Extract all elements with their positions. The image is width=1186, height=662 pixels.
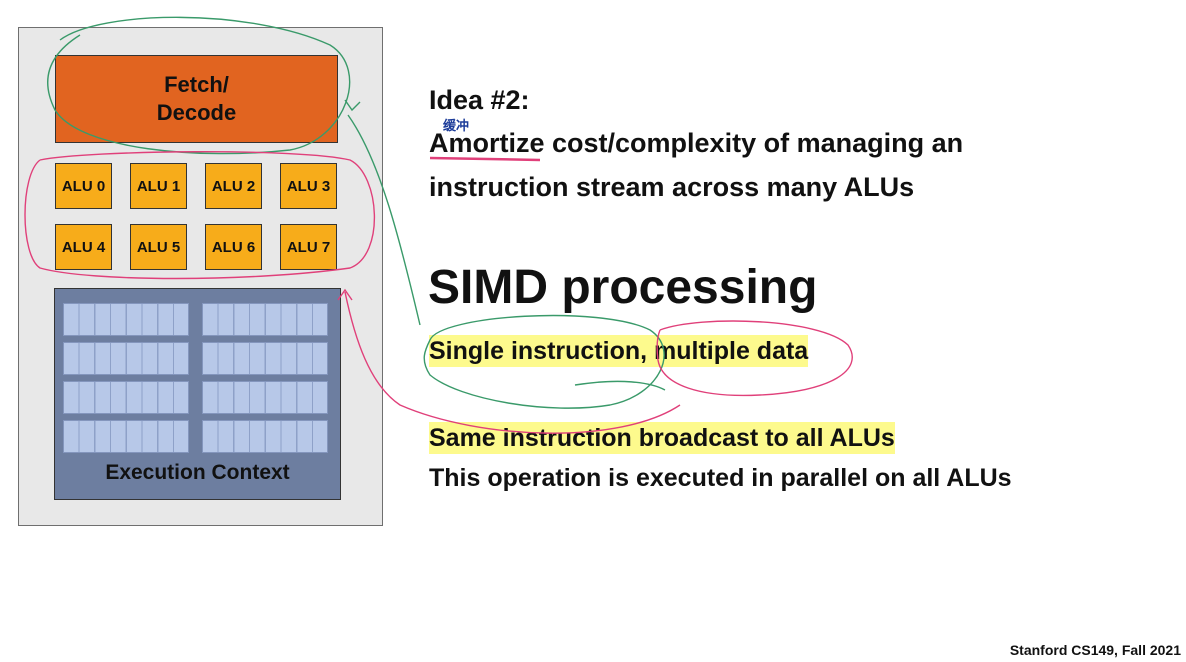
simd-subtitle: Single instruction, multiple data [429,335,809,367]
execution-context: Execution Context [54,288,341,500]
simd-title: SIMD processing [428,261,818,314]
alu-0: ALU 0 [55,163,112,209]
amortize-word: Amortize [429,128,545,158]
context-register-block [202,342,328,375]
context-register-block [63,342,189,375]
context-register-block [63,420,189,453]
context-register-block [63,303,189,336]
context-register-block [202,303,328,336]
broadcast-line-text: Same instruction broadcast to all ALUs [429,422,895,454]
alu-2: ALU 2 [205,163,262,209]
context-register-block [63,381,189,414]
alu-3: ALU 3 [280,163,337,209]
context-register-block [202,420,328,453]
alu-7: ALU 7 [280,224,337,270]
alu-1: ALU 1 [130,163,187,209]
alu-4: ALU 4 [55,224,112,270]
idea-line-2: instruction stream across many ALUs [429,172,915,202]
idea-line-1-rest: cost/complexity of managing an [544,128,964,158]
decode-label: Decode [156,100,237,125]
alu-5: ALU 5 [130,224,187,270]
footer-credit: Stanford CS149, Fall 2021 [1009,642,1181,658]
idea-heading: Idea #2: [429,85,530,115]
fetch-decode-unit: Fetch/ Decode [55,55,338,143]
fetch-label: Fetch/ [164,72,229,97]
alu-6: ALU 6 [205,224,262,270]
execution-context-label: Execution Context [105,461,290,484]
amortize-annotation: 缓冲 [443,119,470,134]
simd-subtitle-text: Single instruction, multiple data [429,335,809,367]
parallel-line: This operation is executed in parallel o… [429,464,1012,492]
broadcast-line: Same instruction broadcast to all ALUs [429,422,895,454]
context-register-block [202,381,328,414]
green-curve-lower [574,380,666,391]
idea-line-1: Amortize cost/complexity of managing an [429,128,963,159]
